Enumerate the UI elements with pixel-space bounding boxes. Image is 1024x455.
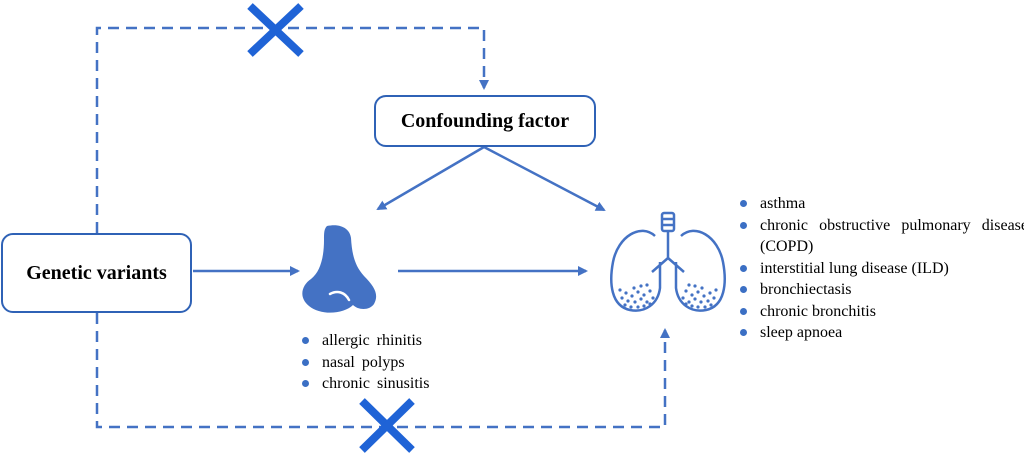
nose-icon <box>302 225 377 313</box>
list-item: chronic obstructive pulmonary disease <box>738 215 1024 237</box>
genetic-variants-label: Genetic variants <box>26 261 167 284</box>
cross-icon <box>359 398 415 453</box>
confounding-factor-label: Confounding factor <box>400 109 570 132</box>
genetic-variants-node: Genetic variants <box>1 233 192 313</box>
list-item: bronchiectasis <box>738 279 1024 301</box>
lung-conditions-list: asthma chronic obstructive pulmonary dis… <box>738 193 1024 344</box>
list-item-continuation: (COPD) <box>760 238 814 255</box>
arrow-confounder-to-lungs <box>483 145 606 212</box>
nose-conditions-list: allergic rhinitis nasal polyps chronic s… <box>300 330 429 395</box>
lung-dots-right <box>681 283 718 309</box>
lungs-icon <box>610 211 726 312</box>
arrow-confounder-to-nose <box>376 145 485 211</box>
list-item: interstitial lung disease (ILD) <box>738 258 1024 280</box>
confounding-factor-node: Confounding factor <box>374 95 596 147</box>
list-item: nasal polyps <box>300 352 429 374</box>
list-item: sleep apnoea <box>738 322 1024 344</box>
list-item: allergic rhinitis <box>300 330 429 352</box>
list-item: chronic bronchitis <box>738 301 1024 323</box>
list-item: asthma <box>738 193 1024 215</box>
lung-dots-left <box>618 283 655 309</box>
list-item: chronic sinusitis <box>300 373 429 395</box>
cross-icon <box>247 3 304 57</box>
dashed-path-genetic-to-confounder <box>95 26 489 233</box>
